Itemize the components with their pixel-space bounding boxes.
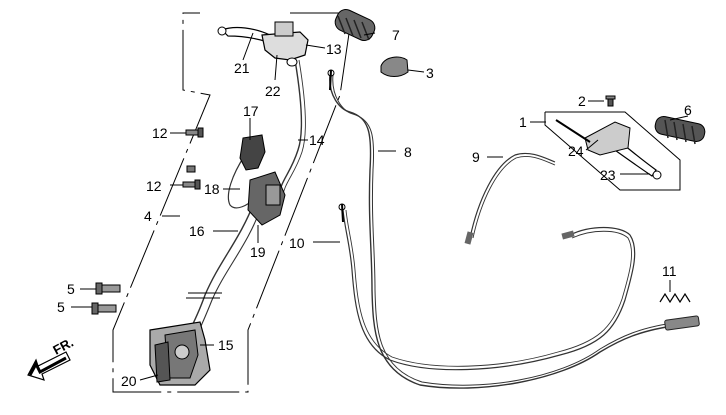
callout-4: 4	[144, 208, 152, 224]
spring-11	[659, 292, 691, 304]
callout-2: 2	[578, 93, 586, 109]
callout-9: 9	[472, 149, 480, 165]
callout-21: 21	[234, 60, 250, 76]
cable-10-tip	[341, 203, 344, 223]
callout-5a: 5	[67, 281, 75, 297]
cable-9-inner	[472, 155, 556, 239]
callout-13: 13	[326, 41, 342, 57]
lever-bracket-24	[584, 121, 631, 156]
cable-8-tip	[329, 69, 332, 91]
screw-12a	[185, 127, 204, 138]
cable-8	[329, 74, 681, 389]
brake-hose-18	[227, 154, 256, 209]
callout-12a: 12	[152, 125, 168, 141]
lever-tip	[217, 26, 227, 36]
callout-19: 19	[250, 244, 266, 260]
callout-8: 8	[404, 144, 412, 160]
lever-tip	[652, 170, 662, 180]
throttle-housing-3	[380, 56, 409, 77]
cable-threaded-end	[664, 315, 700, 331]
brake-hose-16	[184, 199, 256, 341]
throttle-grip-7	[334, 9, 376, 41]
callout-11: 11	[662, 263, 677, 279]
lever-group-outline	[544, 111, 681, 191]
master-cylinder-bolt	[286, 57, 298, 67]
callout-7: 7	[392, 27, 400, 43]
bolt-5a	[95, 282, 121, 295]
callout-18: 18	[204, 181, 220, 197]
callout-17: 17	[243, 103, 259, 119]
leader-lines	[71, 32, 689, 381]
brake-hose-14-inner	[281, 59, 306, 201]
master-cylinder-reservoir	[274, 21, 294, 37]
callout-20: 20	[121, 373, 137, 389]
front-direction-label: FR.	[50, 335, 76, 358]
callout-1: 1	[519, 114, 527, 130]
hose-clip-17	[239, 134, 266, 171]
front-direction-arrow	[27, 351, 71, 381]
cable-10-inner	[345, 209, 633, 367]
callout-23: 23	[600, 167, 616, 183]
callout-5b: 5	[57, 299, 65, 315]
brake-hose-14	[277, 59, 303, 201]
junction-bracket	[265, 184, 281, 206]
cable-9-end	[464, 231, 474, 245]
cable-adjuster	[555, 119, 591, 143]
callout-6: 6	[684, 102, 692, 118]
callout-14: 14	[309, 132, 325, 148]
assembly-group-outline	[112, 12, 353, 393]
callout-10: 10	[289, 235, 305, 251]
callout-24: 24	[568, 143, 584, 159]
screw-12b	[182, 179, 201, 190]
callout-16: 16	[189, 223, 205, 239]
bolt-5b	[91, 302, 117, 315]
cable-10-end	[561, 230, 575, 240]
throttle-grip-pattern	[337, 15, 370, 41]
hand-grip-6	[654, 115, 706, 143]
callout-22: 22	[265, 83, 281, 99]
master-cylinder-22	[261, 31, 309, 61]
screw-2	[605, 95, 616, 107]
brake-pad-20	[154, 341, 171, 383]
callout-3: 3	[426, 65, 434, 81]
cable-8-inner	[332, 74, 681, 386]
cable-9	[469, 152, 556, 239]
hand-grip-pattern	[664, 119, 696, 145]
callout-15: 15	[218, 337, 234, 353]
cable-10	[342, 209, 636, 371]
caliper-piston	[174, 344, 190, 360]
screw-small	[186, 165, 196, 173]
callout-12b: 12	[146, 178, 162, 194]
